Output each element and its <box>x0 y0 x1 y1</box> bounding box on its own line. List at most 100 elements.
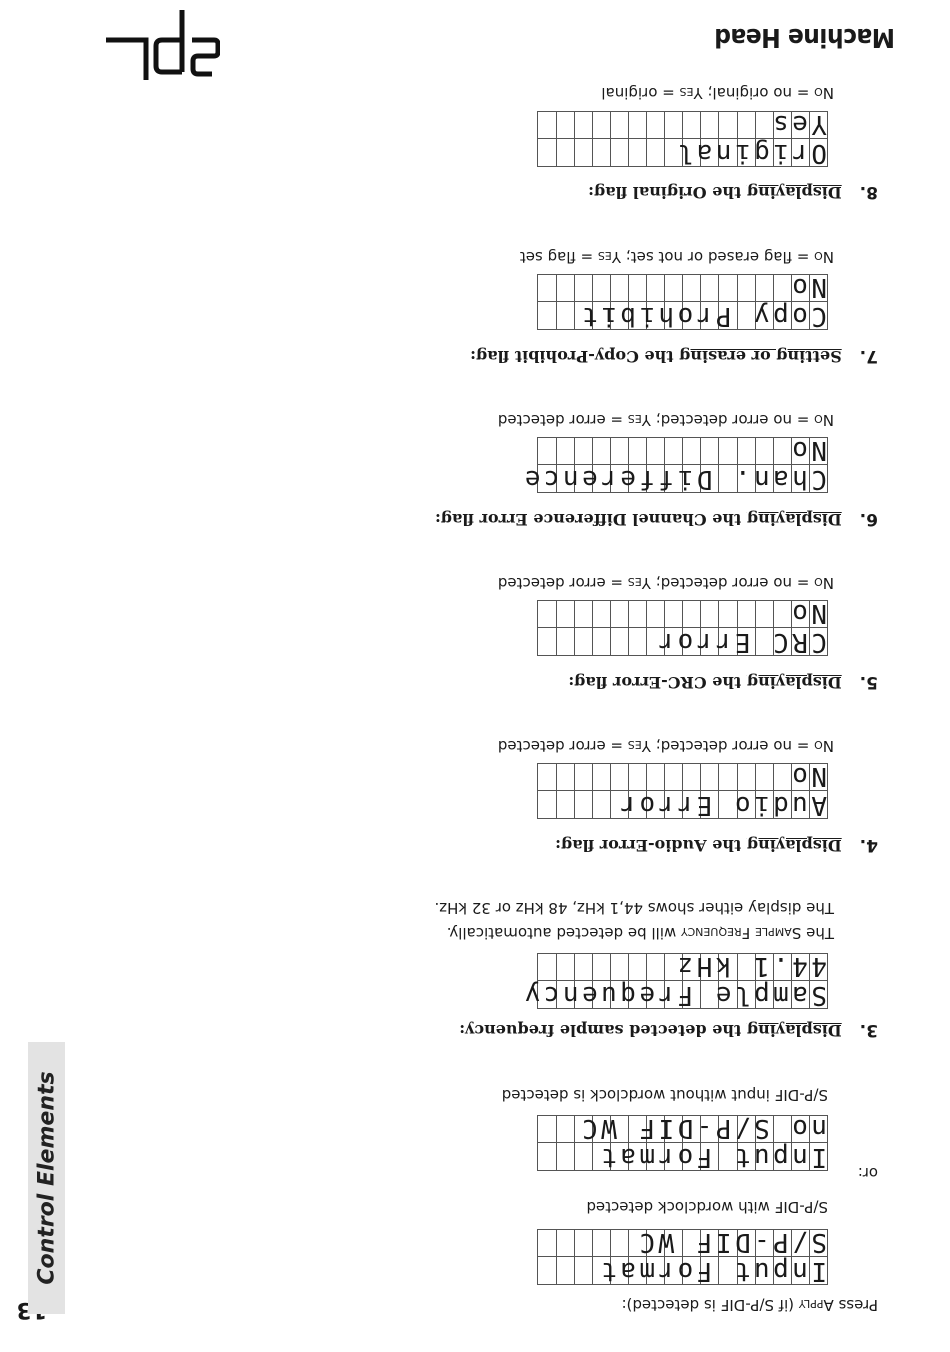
lcd-cell <box>682 763 702 791</box>
lcd-cell <box>646 763 666 791</box>
lcd-line: No <box>788 599 827 628</box>
lcd-cell <box>609 600 629 628</box>
lcd-cell <box>646 953 666 981</box>
lcd-cell <box>555 1142 575 1171</box>
lcd-cell <box>609 111 629 139</box>
lcd-row: Audio Error <box>522 790 828 820</box>
lcd-cell <box>537 1142 557 1171</box>
section-heading: 5.Displaying the CRC-Error flag: <box>568 672 878 692</box>
lcd-cell <box>537 138 557 167</box>
lcd-row: Original <box>522 138 828 167</box>
lcd-cell <box>591 138 611 167</box>
lcd-cell <box>609 953 629 981</box>
lcd-cell <box>555 627 575 656</box>
lcd-cell <box>736 111 756 139</box>
lcd-grid <box>522 599 828 628</box>
lcd-line: Input Format <box>597 1256 827 1286</box>
lcd-cell <box>627 600 648 628</box>
lcd-cell <box>537 627 557 656</box>
lcd-row: Copy Prohibit <box>522 301 828 331</box>
lcd-cell <box>718 600 738 628</box>
lcd-line: no S/P-DIF WC <box>578 1114 827 1143</box>
lcd-cell <box>573 627 593 656</box>
lcd-cell <box>736 274 756 302</box>
lcd-cell <box>537 301 557 330</box>
section-heading: 7.Setting or erasing the Copy-Prohibit f… <box>470 346 878 366</box>
lcd-cell <box>555 274 575 302</box>
lcd-cell <box>627 953 648 981</box>
lcd-grid <box>522 273 828 302</box>
flag-note: No = no error detected; Yes = error dete… <box>497 737 834 755</box>
lcd-cell <box>682 600 702 628</box>
lcd-cell <box>627 437 648 465</box>
section-heading: 4.Displaying the Audio-Error flag: <box>555 835 878 855</box>
lcd-cell <box>682 437 702 465</box>
lcd-row: No <box>522 436 828 465</box>
lcd-cell <box>555 1256 575 1285</box>
lcd-cell <box>718 111 738 139</box>
lcd-cell <box>664 274 684 302</box>
lcd-cell <box>700 600 720 628</box>
lcd-cell <box>609 1229 629 1257</box>
lcd-cell <box>537 1256 557 1285</box>
lcd-cell <box>591 111 611 139</box>
lcd-cell <box>573 1256 593 1285</box>
lcd-line: CRC Error <box>655 627 827 657</box>
lcd-cell <box>664 437 684 465</box>
lcd-cell <box>664 600 684 628</box>
lcd-cell <box>537 274 557 302</box>
lcd-cell <box>537 437 557 465</box>
lcd-grid <box>522 762 828 791</box>
lcd-cell <box>700 274 720 302</box>
lcd-cell <box>555 301 575 330</box>
lcd-cell <box>646 600 666 628</box>
lcd-cell <box>736 437 756 465</box>
lcd-cell <box>664 111 684 139</box>
lcd-cell <box>573 1229 593 1257</box>
lcd-cell <box>754 274 774 302</box>
lcd-cell <box>537 600 557 628</box>
lcd-cell <box>591 953 611 981</box>
lcd-cell <box>736 600 756 628</box>
lcd-row: Input Format <box>522 1142 828 1171</box>
lcd-line: Audio Error <box>616 790 827 820</box>
lcd-cell <box>754 437 774 465</box>
lcd-cell <box>591 600 611 628</box>
lcd-cell <box>664 763 684 791</box>
lcd-cell <box>646 138 666 167</box>
lcd-cell <box>682 111 702 139</box>
caption-frequency-options: The display either shows 44,1 kHz, 48 kH… <box>434 899 834 917</box>
lcd-cell <box>609 274 629 302</box>
lcd-cell <box>537 953 557 981</box>
lcd-cell <box>555 111 575 139</box>
lcd-line: Yes <box>769 110 827 139</box>
lcd-cell <box>537 111 557 139</box>
lcd-cell <box>700 763 720 791</box>
lcd-cell <box>627 763 648 791</box>
lcd-cell <box>700 111 720 139</box>
lcd-line: No <box>788 436 827 465</box>
lcd-cell <box>718 274 738 302</box>
lcd-line: 44.1 kHz <box>674 952 827 981</box>
lcd-row: Sample Frequency <box>522 980 828 1009</box>
lcd-cell <box>555 953 575 981</box>
lcd-row: CRC Error <box>522 627 828 657</box>
lcd-cell <box>573 763 593 791</box>
lcd-cell <box>555 600 575 628</box>
lcd-cell <box>609 437 629 465</box>
lcd-row: No <box>522 599 828 628</box>
lcd-line: Copy Prohibit <box>578 301 827 331</box>
lcd-cell <box>555 790 575 819</box>
section-heading: 3.Displaying the detected sample frequen… <box>459 1020 878 1040</box>
lcd-row: No <box>522 762 828 791</box>
lcd-cell <box>573 953 593 981</box>
lcd-cell <box>573 790 593 819</box>
lcd-cell <box>627 274 648 302</box>
flag-note: No = no error detected; Yes = error dete… <box>497 411 834 429</box>
lcd-cell <box>718 437 738 465</box>
lcd-cell <box>627 111 648 139</box>
lcd-row: no S/P-DIF WC <box>522 1114 828 1143</box>
lcd-cell <box>591 274 611 302</box>
